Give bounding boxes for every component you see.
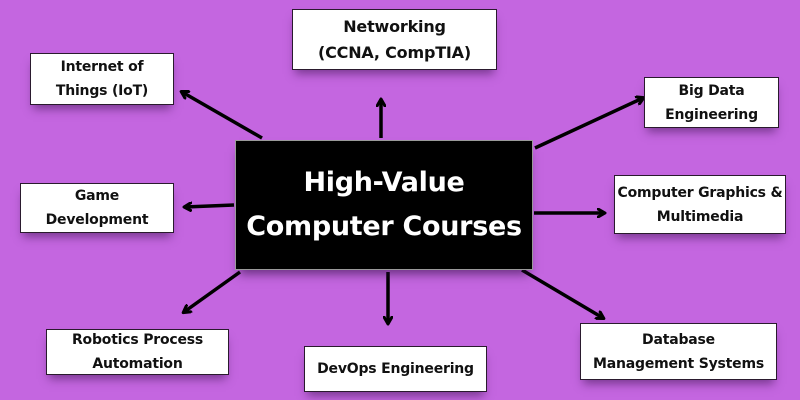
node-iot: Internet of Things (IoT) xyxy=(30,53,174,105)
node-game-dev: Game Development xyxy=(20,183,174,233)
node-networking: Networking (CCNA, CompTIA) xyxy=(292,9,497,70)
arrow-dbms xyxy=(521,268,603,318)
arrow-game-dev xyxy=(185,205,235,207)
node-big-data: Big Data Engineering xyxy=(644,77,779,128)
node-graphics: Computer Graphics & Multimedia xyxy=(614,175,786,234)
arrow-rpa xyxy=(184,270,242,312)
node-rpa: Robotics Process Automation xyxy=(46,329,229,375)
node-dbms: Database Management Systems xyxy=(580,323,777,380)
central-topic-line1: High-Value xyxy=(303,167,465,198)
arrow-iot xyxy=(182,92,263,140)
node-devops: DevOps Engineering xyxy=(304,346,487,392)
central-topic-line2: Computer Courses xyxy=(246,211,522,242)
central-topic: High-Value Computer Courses xyxy=(235,140,533,270)
arrow-big-data xyxy=(534,98,643,150)
